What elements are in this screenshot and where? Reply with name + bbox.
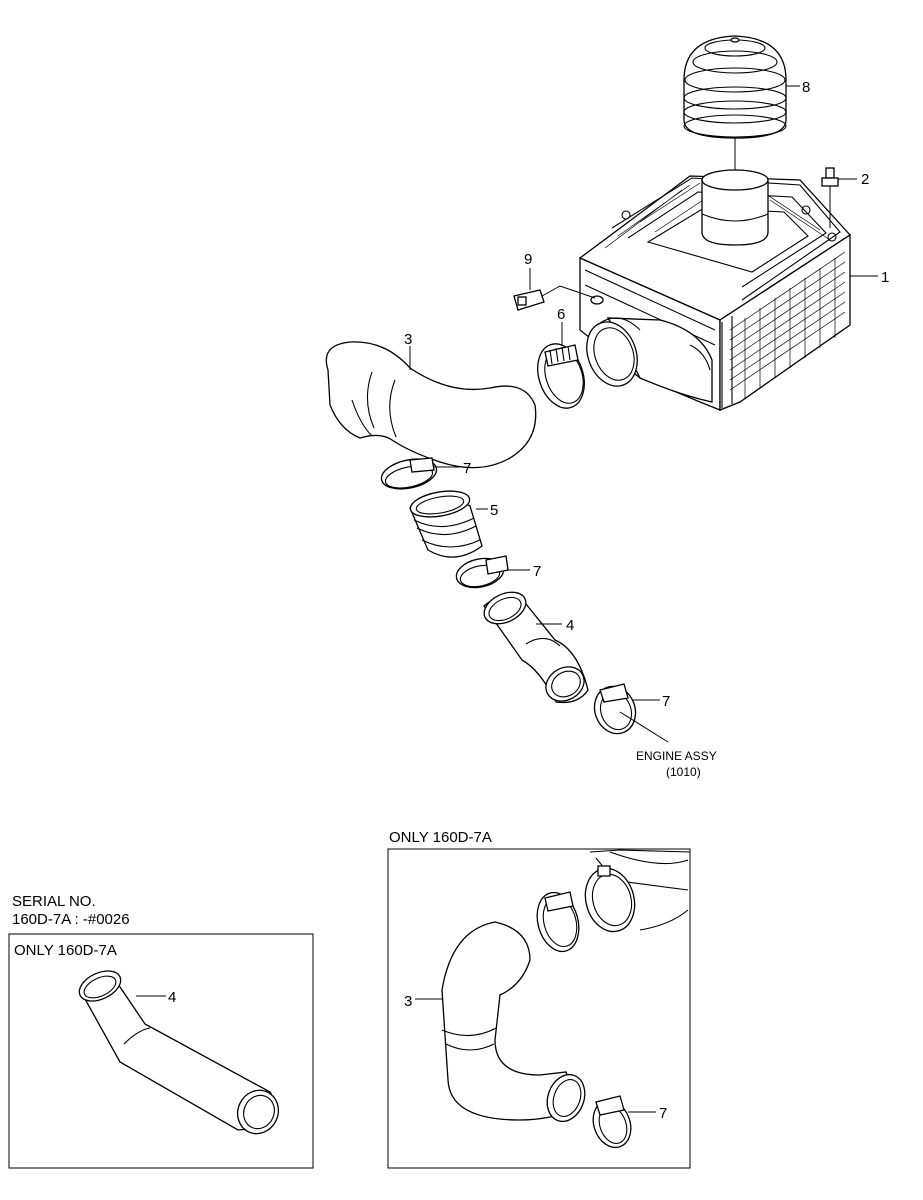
part-7-clamp-c <box>593 683 669 743</box>
callout-7c: 7 <box>662 693 670 710</box>
part-8-precleaner-cap <box>683 35 787 172</box>
part-7-clamp-b <box>455 555 530 589</box>
inset-right-frame <box>387 848 691 1169</box>
callout-9: 9 <box>524 251 532 268</box>
inset-right-callout-3: 3 <box>404 993 412 1010</box>
part-5-coupler <box>409 490 488 558</box>
inset-left-part-4-pipe <box>78 970 280 1135</box>
part-6-clamp <box>537 322 585 409</box>
callout-8: 8 <box>802 79 810 96</box>
callout-1: 1 <box>881 269 889 286</box>
callout-7b: 7 <box>533 563 541 580</box>
engine-assy-label: ENGINE ASSY <box>636 749 717 763</box>
callout-7a: 7 <box>463 460 471 477</box>
part-9-sensor <box>513 268 596 311</box>
callout-5: 5 <box>490 502 498 519</box>
callout-4: 4 <box>566 617 574 634</box>
inset-right-body-fragment <box>584 849 691 933</box>
inset-right-part-3-hose <box>415 921 586 1123</box>
part-1-intake-collar <box>586 317 641 387</box>
part-2-bolt <box>821 167 839 228</box>
part-4-bent-pipe <box>483 591 589 704</box>
callout-6: 6 <box>557 306 565 323</box>
part-3-elbow-hose <box>325 341 537 469</box>
callout-3: 3 <box>404 331 412 348</box>
inset-left-frame <box>8 933 314 1169</box>
part-7-clamp-a <box>380 457 460 490</box>
callout-2: 2 <box>861 171 869 188</box>
serial-range: 160D-7A : -#0026 <box>12 911 130 928</box>
inset-right-title: ONLY 160D-7A <box>389 829 492 846</box>
inset-right-clamp-7 <box>592 1095 656 1149</box>
serial-label: SERIAL NO. <box>12 893 96 910</box>
inset-left-callout-4: 4 <box>168 989 176 1006</box>
inset-right-clamp-6 <box>536 891 580 953</box>
inset-left-title: ONLY 160D-7A <box>14 942 117 959</box>
part-1-air-cleaner-body <box>578 169 851 411</box>
inset-right-callout-7: 7 <box>659 1105 667 1122</box>
engine-assy-ref: (1010) <box>666 765 701 779</box>
